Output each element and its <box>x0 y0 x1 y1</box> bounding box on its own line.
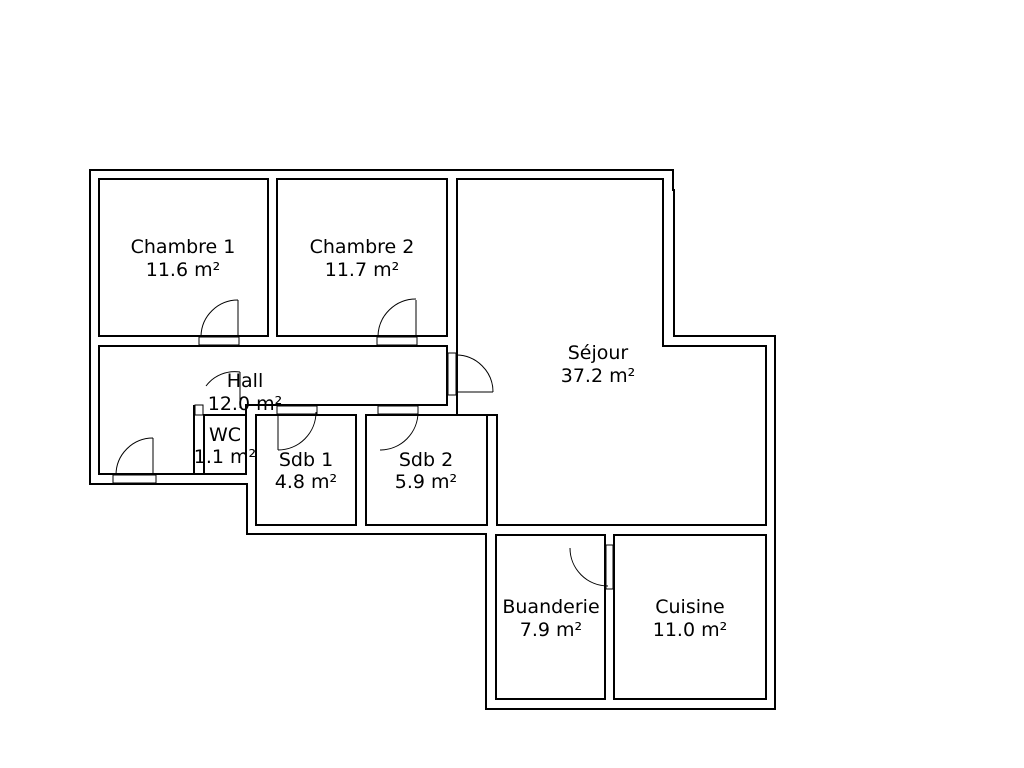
room-area-wc: 1.1 m² <box>194 446 256 468</box>
room-area-chambre-1: 11.6 m² <box>146 259 220 281</box>
room-name-chambre-2: Chambre 2 <box>310 236 415 258</box>
door-entrance <box>112 437 157 484</box>
door-chambre-2 <box>376 298 418 346</box>
door-sdb-1 <box>276 405 318 451</box>
room-area-sdb-2: 5.9 m² <box>395 471 457 493</box>
room-name-buanderie: Buanderie <box>502 596 599 618</box>
room-area-hall: 12.0 m² <box>208 393 282 415</box>
room-name-sdb-1: Sdb 1 <box>279 449 333 471</box>
room-name-sdb-2: Sdb 2 <box>399 449 453 471</box>
sdb-2-walls <box>365 414 488 526</box>
chambre-1-walls <box>98 178 269 337</box>
door-sejour <box>447 352 494 396</box>
room-area-buanderie: 7.9 m² <box>520 619 582 641</box>
chambre-2-walls <box>276 178 448 337</box>
room-walls <box>98 178 767 700</box>
door-chambre-1 <box>198 299 240 346</box>
room-area-sdb-1: 4.8 m² <box>275 471 337 493</box>
room-name-hall: Hall <box>227 370 264 392</box>
room-labels: Chambre 1 11.6 m² Chambre 2 11.7 m² Séjo… <box>131 236 728 641</box>
door-sdb-2 <box>377 405 419 451</box>
room-area-sejour: 37.2 m² <box>561 365 635 387</box>
room-name-cuisine: Cuisine <box>655 596 725 618</box>
room-name-chambre-1: Chambre 1 <box>131 236 236 258</box>
room-name-wc: WC <box>209 424 241 446</box>
room-name-sejour: Séjour <box>568 342 629 364</box>
doors <box>112 298 614 590</box>
room-area-cuisine: 11.0 m² <box>653 619 727 641</box>
wc-walls <box>203 414 247 475</box>
cuisine-walls <box>613 534 767 700</box>
outer-walls <box>89 169 776 710</box>
sdb-1-walls <box>255 414 357 526</box>
room-area-chambre-2: 11.7 m² <box>325 259 399 281</box>
buanderie-walls <box>495 534 606 700</box>
door-buanderie <box>569 544 614 590</box>
door-wc <box>194 371 241 416</box>
